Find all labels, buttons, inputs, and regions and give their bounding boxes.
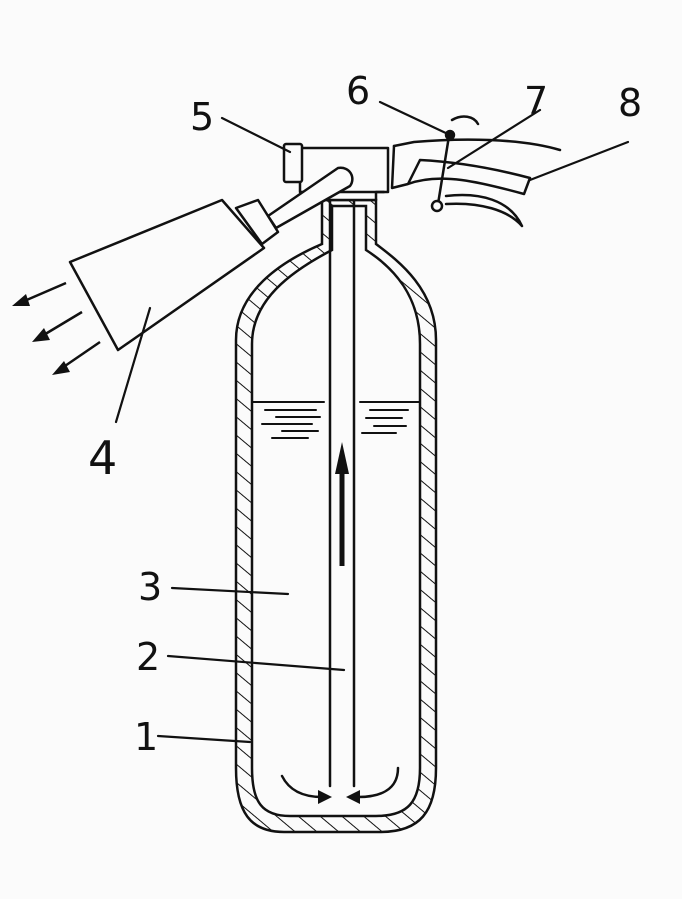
label-8: 8 — [618, 81, 642, 125]
flow-arrow-bottom-right — [346, 766, 400, 804]
discharge-horn — [68, 198, 280, 352]
safety-pin-head — [282, 142, 304, 184]
leader-6 — [378, 100, 452, 137]
cylinder-wall — [234, 198, 438, 834]
label-6: 6 — [346, 69, 370, 113]
label-5: 5 — [190, 95, 214, 139]
flow-arrow-bottom-left — [280, 774, 332, 804]
leader-lines — [114, 100, 630, 744]
part-labels: 1 2 3 4 5 6 7 8 — [88, 69, 642, 759]
leader-8 — [528, 140, 630, 182]
leader-7 — [446, 108, 542, 170]
label-7: 7 — [524, 79, 548, 123]
leader-2 — [166, 654, 346, 672]
liquid-surface — [252, 401, 420, 439]
label-4: 4 — [88, 431, 117, 485]
safety-pin — [430, 129, 456, 213]
leader-3 — [170, 586, 290, 596]
label-3: 3 — [138, 565, 162, 609]
leader-4 — [114, 306, 152, 424]
label-2: 2 — [136, 635, 160, 679]
handle-lever — [390, 115, 562, 228]
siphon-tube — [328, 188, 356, 788]
leader-5 — [220, 116, 292, 154]
label-1: 1 — [134, 715, 158, 759]
leader-1 — [156, 734, 252, 744]
flow-arrow-up — [335, 442, 349, 566]
discharge-tube — [266, 166, 354, 230]
spray-arrows — [12, 281, 101, 375]
